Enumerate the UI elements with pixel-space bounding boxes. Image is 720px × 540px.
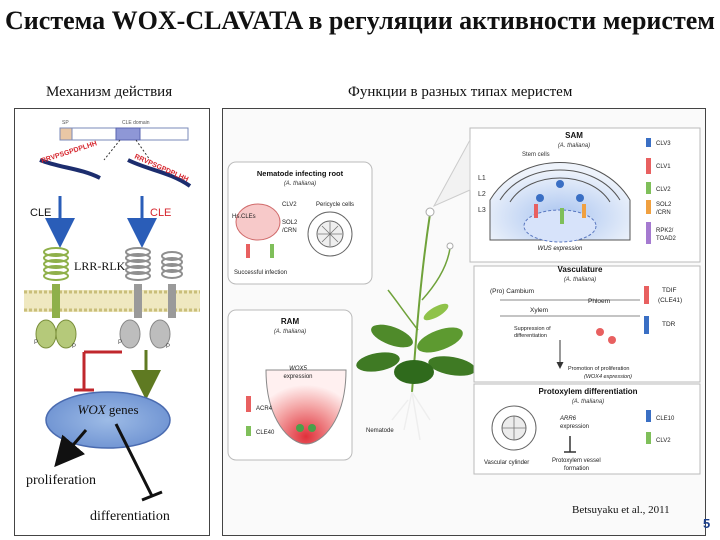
protoxylem-title: Protoxylem differentiation xyxy=(538,387,637,396)
nematode-species: (A. thaliana) xyxy=(284,181,316,187)
vasculature-suppression: Suppression of xyxy=(514,326,551,332)
vasculature-xylem: Xylem xyxy=(530,307,548,314)
protoxylem-panel xyxy=(473,383,701,475)
proliferation-label: proliferation xyxy=(26,473,96,488)
vasculature-cle41: (CLE41) xyxy=(658,297,682,304)
ram-species: (A. thaliana) xyxy=(274,329,306,335)
vasculature-phloem: Phloem xyxy=(588,298,610,305)
receptor-lrr-partner xyxy=(161,251,183,279)
peptide-seq-right: RRVPSGPDPLHH xyxy=(133,153,189,183)
protoxylem-arr6: ARR6 xyxy=(559,416,577,422)
sam-wus-expression: WUS expression xyxy=(538,246,583,252)
nematode-sol2: SOL2 xyxy=(282,220,298,226)
sam-legend xyxy=(646,138,651,244)
vasculature-differentiation: differentiation xyxy=(514,333,547,339)
protoxylem-formation: formation xyxy=(564,466,589,472)
vasculature-wox4: (WOX4 expression) xyxy=(584,374,632,380)
protoxylem-cle10: CLE10 xyxy=(656,416,675,422)
protoxylem-clv2: CLV2 xyxy=(656,438,671,444)
vasculature-tdif: TDIF xyxy=(662,287,676,294)
sp-label: SP xyxy=(62,120,69,126)
ram-title: RAM xyxy=(281,317,300,326)
kinase-domains: P P P P xyxy=(34,319,171,350)
vasculature-title: Vasculature xyxy=(558,265,603,274)
sam-panel xyxy=(432,127,701,263)
sam-title: SAM xyxy=(565,131,583,140)
nematode-root-label: Nematode xyxy=(366,428,394,434)
protoxylem-species: (A. thaliana) xyxy=(572,399,604,405)
line-to-differentiation xyxy=(114,423,154,497)
wox-genes-label: WOX genes xyxy=(77,402,138,417)
citation: Betsuyaku et al., 2011 xyxy=(572,504,670,516)
differentiation-label: differentiation xyxy=(90,509,170,524)
sam-legend-sol2: SOL2 xyxy=(656,202,672,208)
left-heading: Механизм действия xyxy=(46,84,173,100)
nematode-crn: /CRN xyxy=(282,228,297,234)
peptide-chain-left xyxy=(39,158,101,180)
vasculature-species: (A. thaliana) xyxy=(564,277,596,283)
sam-l3: L3 xyxy=(478,207,486,214)
vasculature-tdr: TDR xyxy=(662,321,676,328)
nematode-success: Successful infection xyxy=(234,270,287,276)
differentiation-inhibit-bar xyxy=(141,490,163,502)
nematode-pericycle: Pericycle cells xyxy=(316,202,354,208)
right-heading: Функции в разных типах меристем xyxy=(348,84,573,100)
nematode-hscles: Hs.CLEs xyxy=(232,214,256,220)
svg-text:P: P xyxy=(118,340,122,346)
receptor-label: LRR-RLK xyxy=(74,259,126,273)
protoxylem-vessel: Protoxylem vessel xyxy=(552,458,601,464)
sam-legend-rpk2: RPK2/ xyxy=(656,228,674,234)
ram-panel xyxy=(227,309,353,461)
sam-l1: L1 xyxy=(478,175,486,182)
vasculature-promotion: Promotion of proliferation xyxy=(568,366,629,372)
ram-acr4: ACR4 xyxy=(256,406,273,412)
nematode-panel xyxy=(227,161,373,285)
sam-legend-clv3: CLV3 xyxy=(656,141,671,147)
svg-text:P: P xyxy=(166,344,170,350)
protoxylem-expression: expression xyxy=(560,424,589,430)
receptor-lrr-left xyxy=(43,247,69,281)
arrow-to-proliferation xyxy=(54,429,88,468)
receptor-lrr-right xyxy=(125,247,151,281)
vasculature-cambium: (Pro) Cambium xyxy=(490,288,534,295)
ram-expression: expression xyxy=(283,374,312,380)
peptide-chain-right xyxy=(127,158,192,188)
arabidopsis-plant xyxy=(356,207,476,441)
sam-legend-clv1: CLV1 xyxy=(656,164,671,170)
sam-legend-crn: /CRN xyxy=(656,210,671,216)
slide-title: Система WOX-CLAVATA в регуляции активнос… xyxy=(5,6,715,35)
wox-genes-ellipse xyxy=(45,391,171,449)
svg-text:P: P xyxy=(34,340,38,346)
cle-label-left: CLE xyxy=(30,207,51,219)
plasma-membrane xyxy=(24,284,200,318)
sam-stem-cells: Stem cells xyxy=(522,152,550,158)
peptide-seq-left: RRVPSGPDPLHH xyxy=(40,140,98,165)
ram-wox5: WOX5 xyxy=(289,366,307,372)
page-number: 5 xyxy=(703,516,711,531)
sam-l2: L2 xyxy=(478,191,486,198)
protoxylem-vascular-cylinder: Vascular cylinder xyxy=(484,460,529,466)
sam-species: (A. thaliana) xyxy=(558,143,590,149)
svg-text:P: P xyxy=(72,344,76,350)
sam-legend-clv2: CLV2 xyxy=(656,187,671,193)
nematode-title: Nematode infecting root xyxy=(257,169,344,178)
cle-label-right: CLE xyxy=(150,207,171,219)
cle-domain-label: CLE domain xyxy=(122,120,150,126)
vasculature-panel xyxy=(473,265,701,383)
nematode-clv2: CLV2 xyxy=(282,202,297,208)
precursor-bar xyxy=(59,127,189,161)
ram-cle40: CLE40 xyxy=(256,430,275,436)
sam-legend-toad2: TOAD2 xyxy=(656,236,677,242)
